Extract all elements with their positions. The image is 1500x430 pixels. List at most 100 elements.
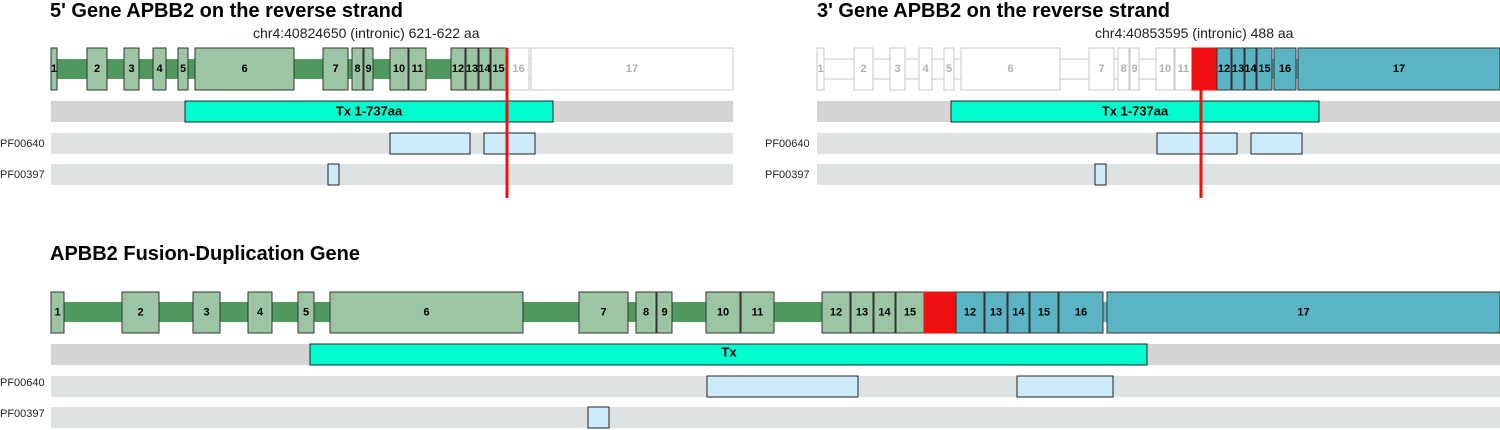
exon-box xyxy=(465,47,479,91)
exon-label: 5 xyxy=(303,306,309,318)
domain-box xyxy=(1250,132,1303,155)
exon-label: 5 xyxy=(946,63,952,75)
exon-box xyxy=(960,47,1061,91)
exon-label: 7 xyxy=(600,306,606,318)
fusion-domain-label: PF00640 xyxy=(0,377,45,389)
exon-label: 1 xyxy=(54,306,60,318)
exon-box xyxy=(123,47,140,91)
exon-box xyxy=(1231,47,1245,91)
five-prime-title: 5' Gene APBB2 on the reverse strand xyxy=(50,0,403,22)
exon-label: 15 xyxy=(1258,63,1270,75)
exon-label: 6 xyxy=(241,63,247,75)
exon-box xyxy=(1106,291,1500,334)
exon-box xyxy=(1155,47,1175,91)
exon-label: 9 xyxy=(661,306,667,318)
five-prime-domain-label: PF00640 xyxy=(0,138,45,150)
fusion-tx-bar xyxy=(309,343,1148,366)
exon-box xyxy=(177,47,189,91)
exon-box xyxy=(192,291,221,334)
exon-box xyxy=(821,291,851,334)
domain-box xyxy=(389,132,471,155)
exon-box xyxy=(152,47,167,91)
exon-label: 13 xyxy=(856,306,868,318)
exon-label: 16 xyxy=(1279,63,1291,75)
exon-label: 8 xyxy=(643,306,649,318)
exon-label: 12 xyxy=(830,306,842,318)
exon-box xyxy=(816,47,825,91)
exon-box xyxy=(943,47,955,91)
exon-label: 12 xyxy=(1218,63,1230,75)
exon-box xyxy=(1244,47,1257,91)
three-prime-domain-label: PF00397 xyxy=(765,169,810,181)
exon-label: 16 xyxy=(1075,306,1087,318)
exon-box xyxy=(1058,291,1104,334)
exon-box xyxy=(530,47,734,91)
exon-label: 3 xyxy=(128,63,134,75)
three-prime-breakpoint-label: chr4:40853595 (intronic) 488 aa xyxy=(1095,25,1294,41)
exon-box xyxy=(1216,47,1232,91)
exon-label: 15 xyxy=(492,63,504,75)
breakpoint-exon-box xyxy=(1191,47,1217,91)
exon-label: 17 xyxy=(626,63,638,75)
domain-box xyxy=(483,132,536,155)
exon-label: 11 xyxy=(412,63,424,75)
exon-box xyxy=(351,47,364,91)
exon-label: 1 xyxy=(51,63,57,75)
five-prime-domain-boxes xyxy=(327,132,536,186)
exon-label: 13 xyxy=(466,63,478,75)
exon-box xyxy=(50,291,65,334)
exon-label: 12 xyxy=(452,63,464,75)
exon-label: 1 xyxy=(817,63,823,75)
five-prime-tx-label: Tx 1-737aa xyxy=(336,103,403,118)
exon-box xyxy=(918,47,933,91)
exon-box xyxy=(50,47,58,91)
exon-label: 14 xyxy=(1244,63,1257,75)
exon-label: 8 xyxy=(1120,63,1126,75)
breakpoint-exon-box xyxy=(923,291,957,334)
domain-box xyxy=(587,406,610,429)
exon-box xyxy=(1029,291,1059,334)
fusion-pf00397-track xyxy=(51,407,1500,428)
exon-label: 14 xyxy=(878,306,891,318)
exon-label: 4 xyxy=(156,63,163,75)
exon-label: 2 xyxy=(94,63,100,75)
exon-box xyxy=(194,47,295,91)
exon-label: 14 xyxy=(478,63,491,75)
exon-box xyxy=(1007,291,1030,334)
exon-box xyxy=(86,47,108,91)
exon-label: 4 xyxy=(922,63,929,75)
exon-label: 7 xyxy=(332,63,338,75)
exon-label: 16 xyxy=(512,63,524,75)
fusion-tx-label: Tx xyxy=(721,344,737,359)
exon-box xyxy=(450,47,466,91)
exon-label: 8 xyxy=(354,63,360,75)
exon-label: 11 xyxy=(1178,63,1190,75)
exon-label: 17 xyxy=(1393,63,1405,75)
exon-label: 14 xyxy=(1012,306,1025,318)
exon-label: 13 xyxy=(1232,63,1244,75)
exon-label: 7 xyxy=(1098,63,1104,75)
exon-label: 9 xyxy=(1131,63,1137,75)
exon-label: 2 xyxy=(137,306,143,318)
exon-box xyxy=(635,291,657,334)
domain-box xyxy=(706,375,859,398)
exon-label: 10 xyxy=(1159,63,1171,75)
fusion-domain-label: PF00397 xyxy=(0,408,45,420)
exon-label: 6 xyxy=(1007,63,1013,75)
exon-label: 3 xyxy=(894,63,900,75)
domain-box xyxy=(327,163,340,186)
exon-box xyxy=(740,291,775,334)
exon-label: 13 xyxy=(990,306,1002,318)
domain-box xyxy=(1156,132,1238,155)
exon-box xyxy=(389,47,409,91)
exon-label: 11 xyxy=(752,306,764,318)
exon-box xyxy=(297,291,315,334)
exon-box xyxy=(895,291,925,334)
five-prime-pf00397-track xyxy=(51,164,733,185)
exon-label: 17 xyxy=(1297,306,1309,318)
exon-label: 15 xyxy=(904,306,916,318)
